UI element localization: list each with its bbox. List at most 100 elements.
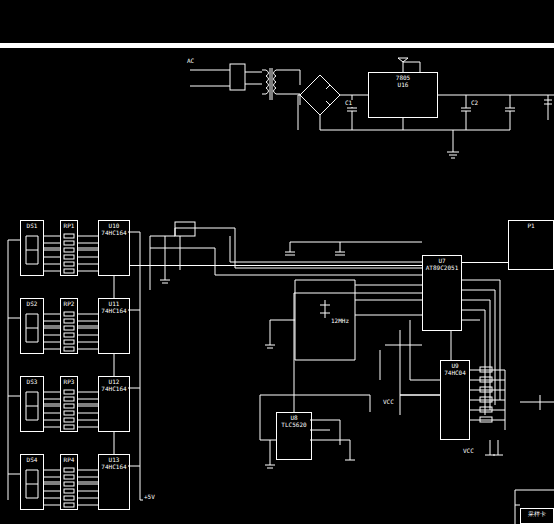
transistor-wire — [150, 228, 195, 290]
segment-wire — [44, 505, 98, 506]
rectifier-wire — [298, 95, 453, 130]
signal-label: AC — [186, 58, 195, 65]
signal-wire — [462, 262, 508, 263]
part-label: DS3 — [26, 379, 39, 386]
resistor-element — [64, 255, 74, 259]
signal-wire — [78, 248, 98, 249]
signal-label: C1 — [344, 100, 353, 107]
control-wire — [150, 228, 422, 275]
signal-wire — [130, 265, 422, 266]
resistor-element — [64, 418, 74, 422]
resistor-element — [64, 347, 74, 351]
diode-symbol — [398, 58, 420, 72]
segment-wire — [44, 406, 98, 407]
segment-wire — [44, 335, 98, 336]
resistor-element — [64, 390, 74, 394]
segment-outline — [26, 236, 38, 264]
transistor-symbol — [175, 222, 195, 236]
segment-wire — [44, 392, 98, 393]
transformer-symbol — [266, 68, 276, 100]
signal-label: VCC — [462, 448, 475, 455]
signal-wire — [78, 404, 98, 405]
resistor-element — [64, 312, 74, 316]
part-number: 74HC04 — [443, 370, 467, 377]
segment-wire — [44, 314, 98, 315]
resistor-element — [64, 241, 74, 245]
segment-wire — [44, 420, 98, 421]
component-box: U7AT89C2051 — [422, 255, 462, 331]
part-label: 采样卡 — [527, 511, 547, 518]
resistor-element — [64, 326, 74, 330]
input-wire — [190, 70, 262, 86]
part-number: 74HC164 — [100, 386, 127, 393]
part-label: P1 — [526, 223, 535, 230]
resistor-element — [64, 503, 74, 507]
segment-wire — [44, 470, 98, 471]
signal-label: 12MHz — [330, 318, 350, 325]
part-number: TLC5620 — [280, 422, 307, 429]
resistor-element — [64, 319, 74, 323]
component-box: RP1 — [60, 220, 78, 276]
reset-wire — [285, 242, 422, 255]
component-box: U1274HC164 — [98, 376, 130, 432]
component-box: 7805U16 — [368, 72, 438, 118]
pullup-resistor-row — [480, 367, 492, 422]
component-box: P1 — [508, 220, 554, 270]
oscillator-wire — [265, 280, 422, 360]
component-box: DS2 — [20, 298, 44, 354]
segment-wire — [44, 250, 98, 251]
signal-wire — [78, 326, 98, 327]
logic-wire — [380, 320, 440, 395]
signal-wire — [44, 404, 60, 405]
component-box: U1174HC164 — [98, 298, 130, 354]
frame-bar — [0, 43, 554, 48]
common-wire — [8, 240, 20, 500]
resistor-symbol — [480, 407, 492, 412]
segment-outline — [26, 392, 38, 420]
signal-wire — [44, 482, 60, 483]
resistor-element — [64, 489, 74, 493]
segment-wire — [44, 271, 98, 272]
component-box: U1374HC164 — [98, 454, 130, 510]
part-label: RP1 — [63, 223, 76, 230]
segment-wire — [44, 413, 98, 414]
vcc-wire — [400, 395, 440, 415]
resistor-element — [64, 262, 74, 266]
capacitor-symbol — [485, 440, 503, 455]
resistor-pack-elements — [44, 234, 98, 507]
segment-wire — [44, 264, 98, 265]
capacitor-symbol — [544, 95, 552, 120]
resistor-element — [64, 248, 74, 252]
component-box: DS4 — [20, 454, 44, 510]
component-box: U1074HC164 — [98, 220, 130, 276]
resistor-element — [64, 475, 74, 479]
resistor-element — [64, 425, 74, 429]
component-box: DS1 — [20, 220, 44, 276]
segment-wire — [44, 349, 98, 350]
part-label: U12 — [108, 379, 121, 386]
resistor-element — [64, 333, 74, 337]
signal-wire — [114, 432, 115, 454]
segment-wire — [44, 342, 98, 343]
segment-wire — [44, 477, 98, 478]
part-number: 74HC164 — [100, 230, 127, 237]
resistor-symbol — [480, 377, 492, 382]
part-label: U8 — [289, 415, 298, 422]
signal-label: C2 — [470, 100, 479, 107]
segment-wire — [44, 321, 98, 322]
component-box: RP3 — [60, 376, 78, 432]
part-label: DS1 — [26, 223, 39, 230]
part-label: U13 — [108, 457, 121, 464]
segment-wire — [44, 498, 98, 499]
segment-wire — [44, 243, 98, 244]
signal-label: +5V — [143, 494, 156, 501]
part-label: U9 — [450, 363, 459, 370]
resistor-element — [64, 468, 74, 472]
resistor-symbol — [480, 367, 492, 372]
resistor-element — [64, 404, 74, 408]
segment-wire — [44, 257, 98, 258]
segment-wire — [44, 484, 98, 485]
fuse-symbol — [230, 64, 245, 90]
